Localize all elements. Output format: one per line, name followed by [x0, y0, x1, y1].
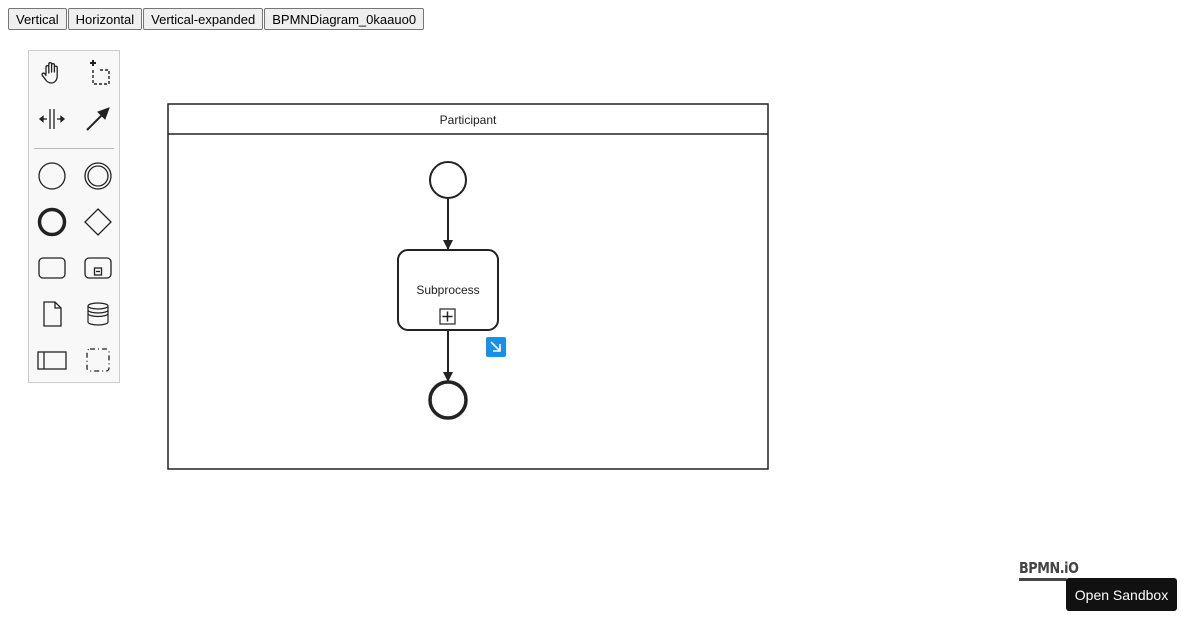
create-data-store[interactable]: [80, 296, 116, 332]
create-subprocess[interactable]: [80, 250, 116, 286]
task-icon: [38, 257, 66, 279]
space-tool[interactable]: [34, 101, 70, 137]
subprocess-label: Subprocess: [416, 283, 479, 297]
gateway-icon: [84, 208, 112, 236]
subprocess-icon: [84, 257, 112, 279]
create-start-event[interactable]: [34, 158, 70, 194]
create-intermediate-event[interactable]: [80, 158, 116, 194]
lasso-icon: [90, 60, 110, 85]
create-end-event[interactable]: [34, 204, 70, 240]
subprocess-expand-icon[interactable]: [439, 308, 456, 325]
vertical-expanded-button[interactable]: Vertical-expanded: [143, 8, 264, 30]
end-event-icon: [37, 207, 67, 237]
palette: [28, 50, 120, 383]
connect-arrow-icon: [86, 107, 110, 131]
participant-icon: [37, 351, 67, 370]
palette-separator: [34, 148, 114, 149]
horizontal-button[interactable]: Horizontal: [67, 8, 143, 30]
create-data-object[interactable]: [34, 296, 70, 332]
top-toolbar: Vertical Horizontal Vertical-expanded BP…: [8, 8, 425, 30]
diagram-id-button[interactable]: BPMNDiagram_0kaauo0: [264, 8, 425, 30]
open-sandbox-button[interactable]: Open Sandbox: [1066, 578, 1177, 611]
data-object-icon: [43, 301, 62, 327]
resize-handle-icon[interactable]: [486, 337, 506, 357]
group-icon: [86, 348, 110, 372]
lasso-tool[interactable]: [80, 55, 116, 91]
participant-label: Participant: [440, 113, 497, 127]
intermediate-event-icon: [84, 162, 112, 190]
hand-tool[interactable]: [34, 55, 70, 91]
bpmn-io-logo[interactable]: BPMN.iO: [1019, 558, 1079, 581]
create-group[interactable]: [80, 342, 116, 378]
create-participant[interactable]: [34, 342, 70, 378]
global-connect-tool[interactable]: [80, 101, 116, 137]
data-store-icon: [87, 302, 109, 326]
hand-icon: [41, 62, 58, 84]
create-task[interactable]: [34, 250, 70, 286]
space-icon: [38, 109, 66, 129]
vertical-button[interactable]: Vertical: [8, 8, 67, 30]
start-event-icon: [38, 162, 66, 190]
start-event[interactable]: [429, 161, 467, 199]
create-gateway[interactable]: [80, 204, 116, 240]
end-event[interactable]: [428, 380, 468, 420]
